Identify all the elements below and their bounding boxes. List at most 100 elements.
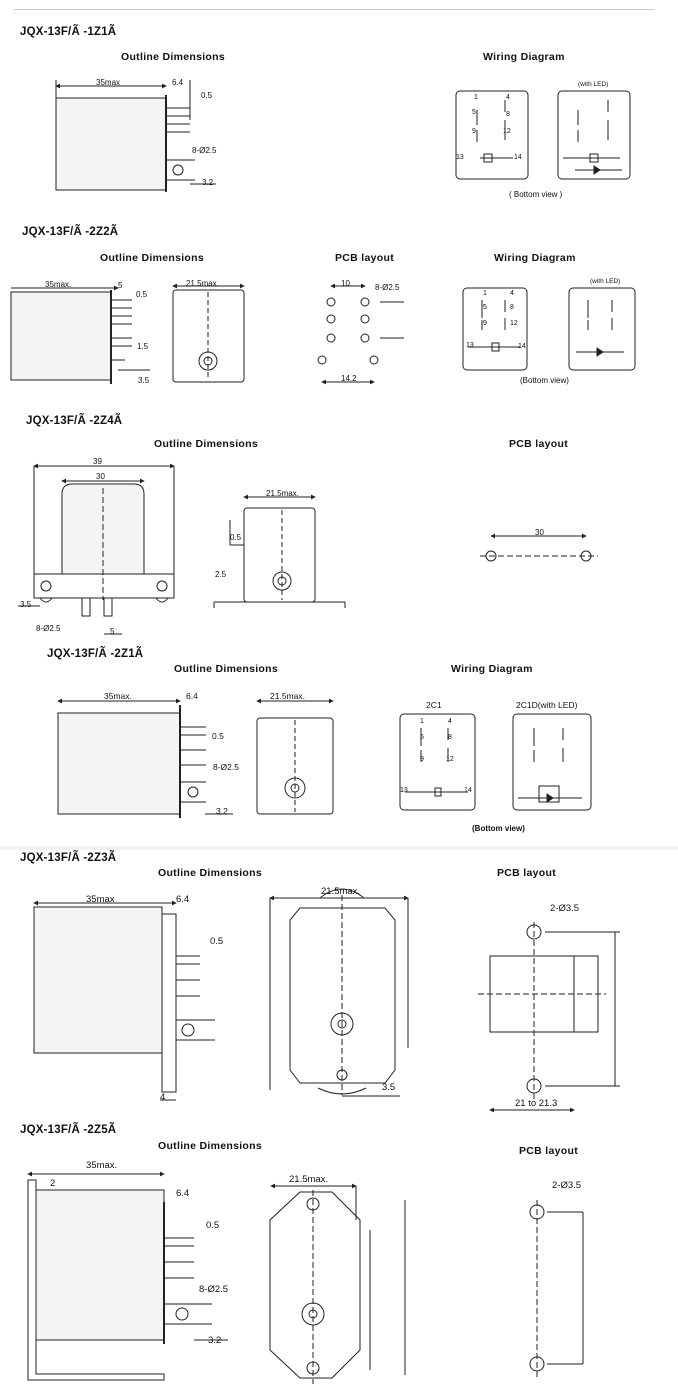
pin-label: 8	[510, 304, 514, 311]
pin-label: 13	[466, 342, 474, 349]
outline-bottom-view-2z1	[256, 698, 334, 815]
bottom-view-note: (Bottom view)	[520, 376, 569, 385]
section-divider	[0, 846, 678, 850]
outline-side-view-1z1	[55, 80, 216, 192]
pin-label: 14	[518, 343, 526, 350]
pin-label: 12	[446, 756, 454, 763]
pin-label: 9	[472, 128, 476, 135]
wiring-diagram-2z1	[399, 713, 592, 811]
pcb-layout-2z5	[529, 1200, 584, 1380]
dim-1-5: 1.5	[137, 342, 149, 351]
dim-35max: 35max	[96, 78, 121, 87]
outline-side-view-2z1	[57, 698, 233, 818]
dim-21-5max: 21.5max.	[289, 1174, 329, 1185]
dim-3-2: 3.2	[216, 806, 228, 816]
pin-label: 9	[483, 320, 487, 327]
pcb-layout-2z4	[480, 533, 598, 562]
outline-side-view-2z2	[10, 285, 150, 384]
pin-label: 14	[464, 787, 472, 794]
outline-bottom-view-2z5	[269, 1183, 406, 1384]
dim-21-to-21-3: 21 to 21.3	[515, 1098, 558, 1109]
heading-pcb-layout: PCB layout	[335, 252, 395, 264]
dim-35max: 35max	[86, 894, 115, 905]
dim-35max: 35max.	[86, 1160, 118, 1171]
top-rule	[14, 9, 654, 10]
heading-outline-dimensions: Outline Dimensions	[154, 438, 258, 450]
dim-30: 30	[535, 528, 544, 537]
dim-30: 30	[96, 472, 105, 481]
pin-label: 12	[510, 320, 518, 327]
model-title-2z2: JQX-13F/Ã -2Z2Ã	[22, 226, 119, 238]
dim-4: 4	[160, 1092, 166, 1103]
dim-21-5max: 21.5max.	[266, 489, 299, 498]
bottom-view-note: (Bottom view)	[472, 824, 525, 833]
dim-0-5: 0.5	[136, 290, 148, 299]
dim-10: 10	[341, 279, 350, 288]
pin-label: 5	[472, 109, 476, 116]
dim-6-4: 6.4	[176, 894, 190, 905]
heading-pcb-layout: PCB layout	[497, 867, 557, 879]
pin-label: 1	[420, 718, 424, 725]
with-led-note: (with LED)	[590, 278, 621, 285]
heading-pcb-layout: PCB layout	[519, 1145, 579, 1157]
wiring-diagram-2z2	[462, 287, 636, 371]
dim-3-2: 3.2	[208, 1335, 222, 1346]
dim-0-5: 0.5	[210, 936, 224, 947]
dim-0-5: 0.5	[201, 91, 213, 100]
model-title-1z1: JQX-13F/Ã -1Z1Ã	[20, 26, 117, 38]
dim-6-4: 6.4	[176, 1188, 190, 1199]
pin-label: 8	[448, 734, 452, 741]
with-led-note: (with LED)	[578, 81, 609, 88]
dim-3-5: 3.5	[20, 600, 32, 609]
wiring-2c1d-label: 2C1D(with LED)	[516, 700, 578, 710]
dim-0-5: 0.5	[230, 533, 242, 542]
pin-label: 4	[506, 94, 510, 101]
dim-0-5: 0.5	[206, 1220, 220, 1231]
outline-bottom-view-2z2	[172, 283, 245, 383]
pin-label: 8	[506, 111, 510, 118]
outline-bottom-view-2z4	[213, 494, 346, 608]
dim-3-2: 3.2	[202, 178, 214, 187]
dim-6-4: 6.4	[172, 78, 184, 87]
heading-outline-dimensions: Outline Dimensions	[174, 663, 278, 675]
dim-21-5max: 21.5max.	[186, 279, 219, 288]
pin-label: 4	[510, 290, 514, 297]
outline-side-view-2z3	[33, 900, 215, 1101]
heading-outline-dimensions: Outline Dimensions	[100, 252, 204, 264]
pin-label: 13	[456, 154, 464, 161]
dim-3-5: 3.5	[138, 376, 150, 385]
bottom-view-note: ( Bottom view )	[509, 190, 563, 199]
pin-label: 13	[400, 787, 408, 794]
dim-8-dia-2-5: 8-Ø2.5	[192, 146, 217, 155]
dim-2-dia-3-5: 2-Ø3.5	[552, 1180, 582, 1191]
dim-2: 2	[50, 1178, 56, 1189]
dim-8-dia-2-5: 8-Ø2.5	[36, 624, 61, 633]
dim-35max: 35max.	[104, 691, 132, 701]
pin-label: 12	[503, 128, 511, 135]
dim-21-5max: 21.5max.	[270, 691, 305, 701]
dim-5: 5	[118, 281, 123, 290]
dim-39: 39	[93, 457, 102, 466]
model-title-2z1: JQX-13F/Ã -2Z1Ã	[47, 648, 144, 660]
wiring-diagram-1z1	[455, 90, 631, 180]
heading-wiring-diagram: Wiring Diagram	[451, 663, 533, 675]
heading-outline-dimensions: Outline Dimensions	[158, 867, 262, 879]
outline-side-view-2z4	[18, 463, 175, 635]
dim-35max: 35max.	[45, 280, 72, 289]
pin-label: 4	[448, 718, 452, 725]
wiring-2c1-label: 2C1	[426, 700, 442, 710]
model-title-2z5: JQX-13F/Ã -2Z5Ã	[20, 1124, 117, 1136]
dim-2-5: 2.5	[215, 570, 227, 579]
pin-label: 5	[483, 304, 487, 311]
heading-pcb-layout: PCB layout	[509, 438, 569, 450]
dim-6-4: 6.4	[186, 691, 198, 701]
pin-label: 1	[483, 290, 487, 297]
pin-label: 1	[474, 94, 478, 101]
pcb-layout-2z3	[478, 922, 620, 1113]
heading-outline-dimensions: Outline Dimensions	[121, 51, 225, 63]
dim-5: 5	[110, 627, 115, 636]
dim-0-5: 0.5	[212, 731, 224, 741]
outline-side-view-2z5	[27, 1171, 228, 1381]
heading-outline-dimensions: Outline Dimensions	[158, 1140, 262, 1152]
dim-8-dia-2-5: 8-Ø2.5	[213, 762, 239, 772]
